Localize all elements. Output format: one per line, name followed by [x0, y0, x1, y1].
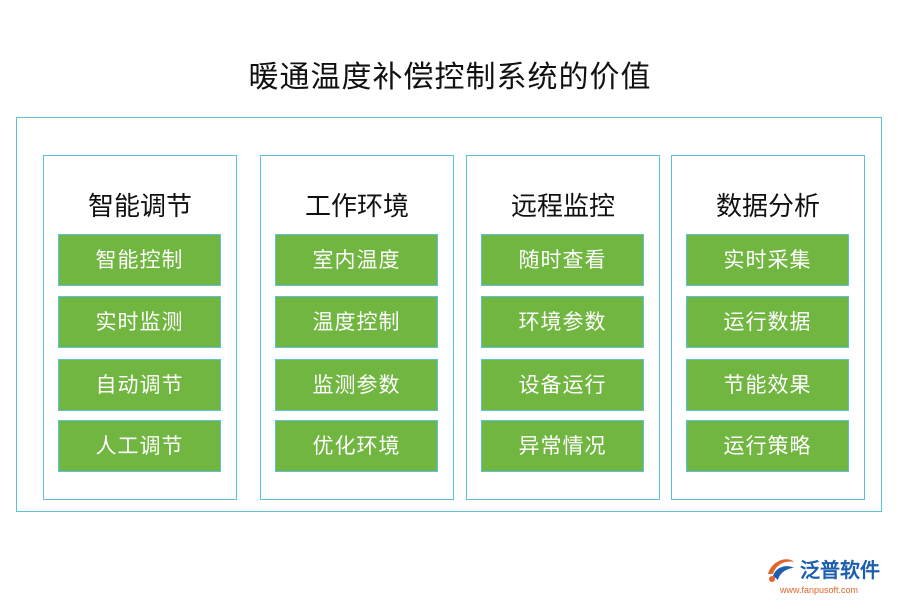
logo-url: www.fanpusoft.com	[780, 585, 859, 595]
item-box: 环境参数	[481, 296, 644, 348]
brand-logo: 泛普软件 www.fanpusoft.com	[764, 552, 894, 596]
item-box: 随时查看	[481, 234, 644, 286]
logo-mark-icon	[768, 559, 794, 582]
column-remote-monitoring: 远程监控 随时查看 环境参数 设备运行 异常情况	[466, 155, 660, 500]
item-box: 温度控制	[275, 296, 438, 348]
item-box: 节能效果	[686, 359, 849, 411]
item-box: 智能控制	[58, 234, 221, 286]
logo-name: 泛普软件	[800, 558, 880, 582]
item-box: 优化环境	[275, 420, 438, 472]
item-box: 运行数据	[686, 296, 849, 348]
column-heading: 工作环境	[304, 192, 409, 222]
column-heading: 数据分析	[715, 192, 820, 222]
item-box: 异常情况	[481, 420, 644, 472]
item-box: 实时采集	[686, 234, 849, 286]
column-heading: 智能调节	[87, 192, 192, 222]
page-title: 暖通温度补偿控制系统的价值	[248, 60, 652, 95]
item-box: 实时监测	[58, 296, 221, 348]
item-box: 运行策略	[686, 420, 849, 472]
item-box: 监测参数	[275, 359, 438, 411]
column-work-environment: 工作环境 室内温度 温度控制 监测参数 优化环境	[260, 155, 454, 500]
outer-frame	[16, 117, 882, 512]
column-intelligent-regulation: 智能调节 智能控制 实时监测 自动调节 人工调节	[43, 155, 237, 500]
column-heading: 远程监控	[510, 192, 615, 222]
item-box: 室内温度	[275, 234, 438, 286]
item-box: 设备运行	[481, 359, 644, 411]
item-box: 人工调节	[58, 420, 221, 472]
item-box: 自动调节	[58, 359, 221, 411]
column-data-analysis: 数据分析 实时采集 运行数据 节能效果 运行策略	[671, 155, 865, 500]
